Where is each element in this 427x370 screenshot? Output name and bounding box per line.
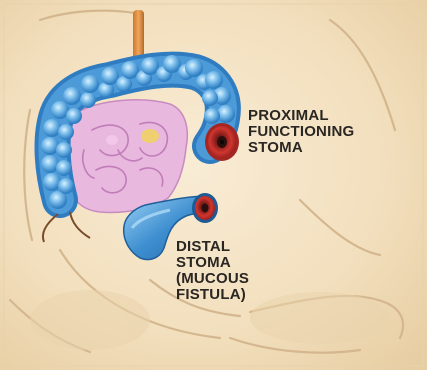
- distal-stoma-label-line: STOMA: [176, 255, 249, 271]
- distal-stoma-illustration: [192, 193, 218, 223]
- proximal-stoma-label-line: STOMA: [248, 140, 354, 156]
- proximal-stoma-label: PROXIMAL FUNCTIONING STOMA: [248, 108, 354, 156]
- proximal-stoma-label-line: FUNCTIONING: [248, 124, 354, 140]
- small-intestine-illustration: [68, 100, 187, 213]
- proximal-stoma-label-line: PROXIMAL: [248, 108, 354, 124]
- proximal-stoma-illustration: [205, 123, 239, 161]
- distal-stoma-label-line: DISTAL: [176, 239, 249, 255]
- distal-stoma-label-line: (MUCOUS: [176, 271, 249, 287]
- distal-stoma-label-line: FISTULA): [176, 287, 249, 303]
- distal-stoma-label: DISTAL STOMA (MUCOUS FISTULA): [176, 239, 249, 303]
